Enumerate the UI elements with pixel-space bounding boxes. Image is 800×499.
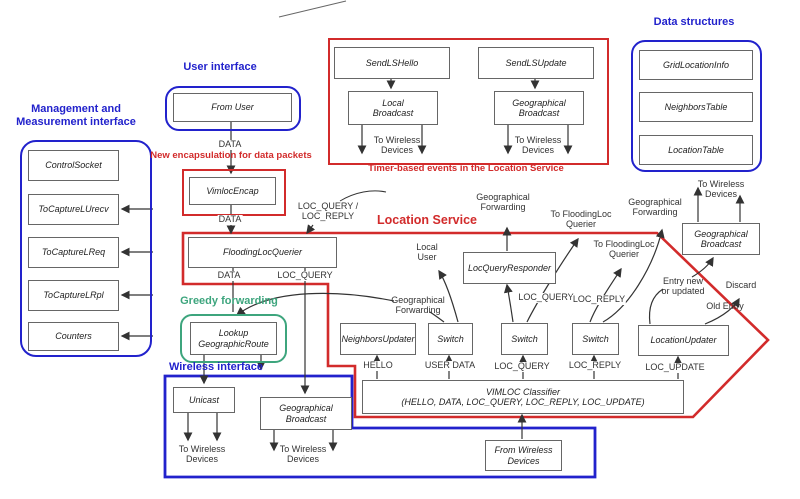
label-towireless-timer-local: To Wireless Devices — [373, 135, 421, 155]
wireless-interface-title: Wireless interface — [168, 361, 264, 373]
curve-locationupdater-to-discard — [704, 297, 740, 325]
user-interface-panel — [165, 86, 301, 131]
timer-events-red-frame — [328, 38, 609, 165]
module-grid-location-info: GridLocationInfo — [639, 50, 753, 80]
curve-switch1-to-localuser — [438, 269, 459, 323]
label-entry-new: Entry new or updated — [661, 276, 705, 296]
curve-switch2-to-responder — [503, 283, 514, 323]
label-user-data: USER DATA — [423, 360, 477, 371]
data-structures-title: Data structures — [653, 16, 735, 28]
label-locupdate: LOC_UPDATE — [644, 362, 706, 373]
curve-switch3-to-geoforwarding-right — [602, 228, 665, 323]
module-geographical-broadcast-timer: Geographical Broadcast — [494, 91, 584, 125]
module-counters: Counters — [28, 322, 119, 351]
module-from-wireless: From Wireless Devices — [485, 440, 562, 471]
module-switch-locreply: Switch — [572, 323, 619, 355]
greedy-forwarding-title: Greedy forwarding — [180, 295, 278, 307]
label-old-entry: Old Entry — [706, 301, 744, 311]
label-data-encap: DATA — [217, 214, 243, 225]
module-geographical-broadcast-wireless: Geographical Broadcast — [260, 397, 352, 430]
module-neighbors-table: NeighborsTable — [639, 92, 753, 122]
module-switch-locquery: Switch — [501, 323, 548, 355]
module-neighbors-updater: NeighborsUpdater — [340, 323, 416, 355]
leader-arc-locqueryreply — [339, 190, 387, 202]
label-geoforwarding-center: Geographical Forwarding — [391, 295, 445, 315]
label-locquery-locreply: LOC_QUERY / LOC_REPLY — [297, 201, 359, 221]
module-location-table: LocationTable — [639, 135, 753, 165]
label-towireless-geobroadcast: To Wireless Devices — [279, 444, 327, 464]
user-interface-title: User interface — [183, 61, 257, 73]
label-local-user: Local User — [416, 242, 438, 262]
label-geoforwarding-right: Geographical Forwarding — [628, 197, 682, 217]
module-switch-userdata: Switch — [428, 323, 473, 355]
module-from-user: From User — [173, 93, 292, 122]
label-locquery-bottom: LOC_QUERY — [493, 361, 551, 372]
label-data-flooding: DATA — [216, 270, 242, 281]
label-data-user: DATA — [217, 139, 243, 150]
module-tocapture-lurecv: ToCaptureLUrecv — [28, 194, 119, 225]
label-to-floodingloc-1: To FloodingLoc Querier — [550, 209, 612, 229]
greedy-forwarding-frame — [180, 314, 287, 363]
module-send-ls-update: SendLSUpdate — [478, 47, 594, 79]
module-geographical-broadcast-right: Geographical Broadcast — [682, 223, 760, 255]
module-unicast: Unicast — [173, 387, 235, 413]
label-towireless-right: To Wireless Devices — [697, 179, 745, 199]
module-lookup-geographic-route: Lookup GeographicRoute — [190, 322, 277, 355]
label-hello: HELLO — [362, 360, 394, 371]
module-local-broadcast: Local Broadcast — [348, 91, 438, 125]
module-tocapture-lrpl: ToCaptureLRpl — [28, 280, 119, 311]
label-locreply-mid: LOC_REPLY — [571, 294, 627, 305]
module-vimloc-classifier: VIMLOC Classifier (HELLO, DATA, LOC_QUER… — [362, 380, 684, 414]
label-towireless-unicast: To Wireless Devices — [178, 444, 226, 464]
module-send-ls-hello: SendLSHello — [334, 47, 450, 79]
management-panel — [20, 140, 152, 357]
wireless-interface-boundary — [163, 374, 597, 479]
label-to-floodingloc-2: To FloodingLoc Querier — [593, 239, 655, 259]
curve-geoforwarding-to-lookup — [235, 292, 395, 316]
module-tocapture-lreq: ToCaptureLReq — [28, 237, 119, 268]
label-locquery-flooding: LOC_QUERY — [276, 270, 334, 281]
data-structures-panel — [631, 40, 762, 172]
label-locreply-bottom: LOC_REPLY — [567, 360, 623, 371]
module-loc-query-responder: LocQueryResponder — [463, 252, 556, 284]
curve-entry-to-geobroadcast-right — [691, 256, 714, 278]
arrow-locqueryreply-into-flooding — [306, 224, 316, 235]
curve-switch1-to-geoforwarding-label — [429, 311, 445, 323]
curve-locationupdater-to-entrylabel — [648, 288, 664, 325]
label-towireless-timer-geo: To Wireless Devices — [514, 135, 562, 155]
stray-leader-line — [278, 0, 347, 18]
module-control-socket: ControlSocket — [28, 150, 119, 181]
location-service-title: Location Service — [376, 213, 478, 227]
module-vimloc-encap: VimlocEncap — [189, 177, 276, 205]
timer-events-caption: Timer-based events in the Location Servi… — [368, 163, 564, 174]
label-geoforwarding-responder: Geographical Forwarding — [476, 192, 530, 212]
encapsulation-caption: New encapsulation for data packets — [150, 150, 312, 161]
module-flooding-loc-querier: FloodingLocQuerier — [188, 237, 337, 268]
management-title: Management and Measurement interface — [16, 103, 136, 128]
module-location-updater: LocationUpdater — [638, 325, 729, 356]
label-locquery-mid: LOC_QUERY — [517, 292, 575, 303]
label-discard: Discard — [725, 280, 757, 290]
location-service-boundary — [181, 231, 770, 419]
